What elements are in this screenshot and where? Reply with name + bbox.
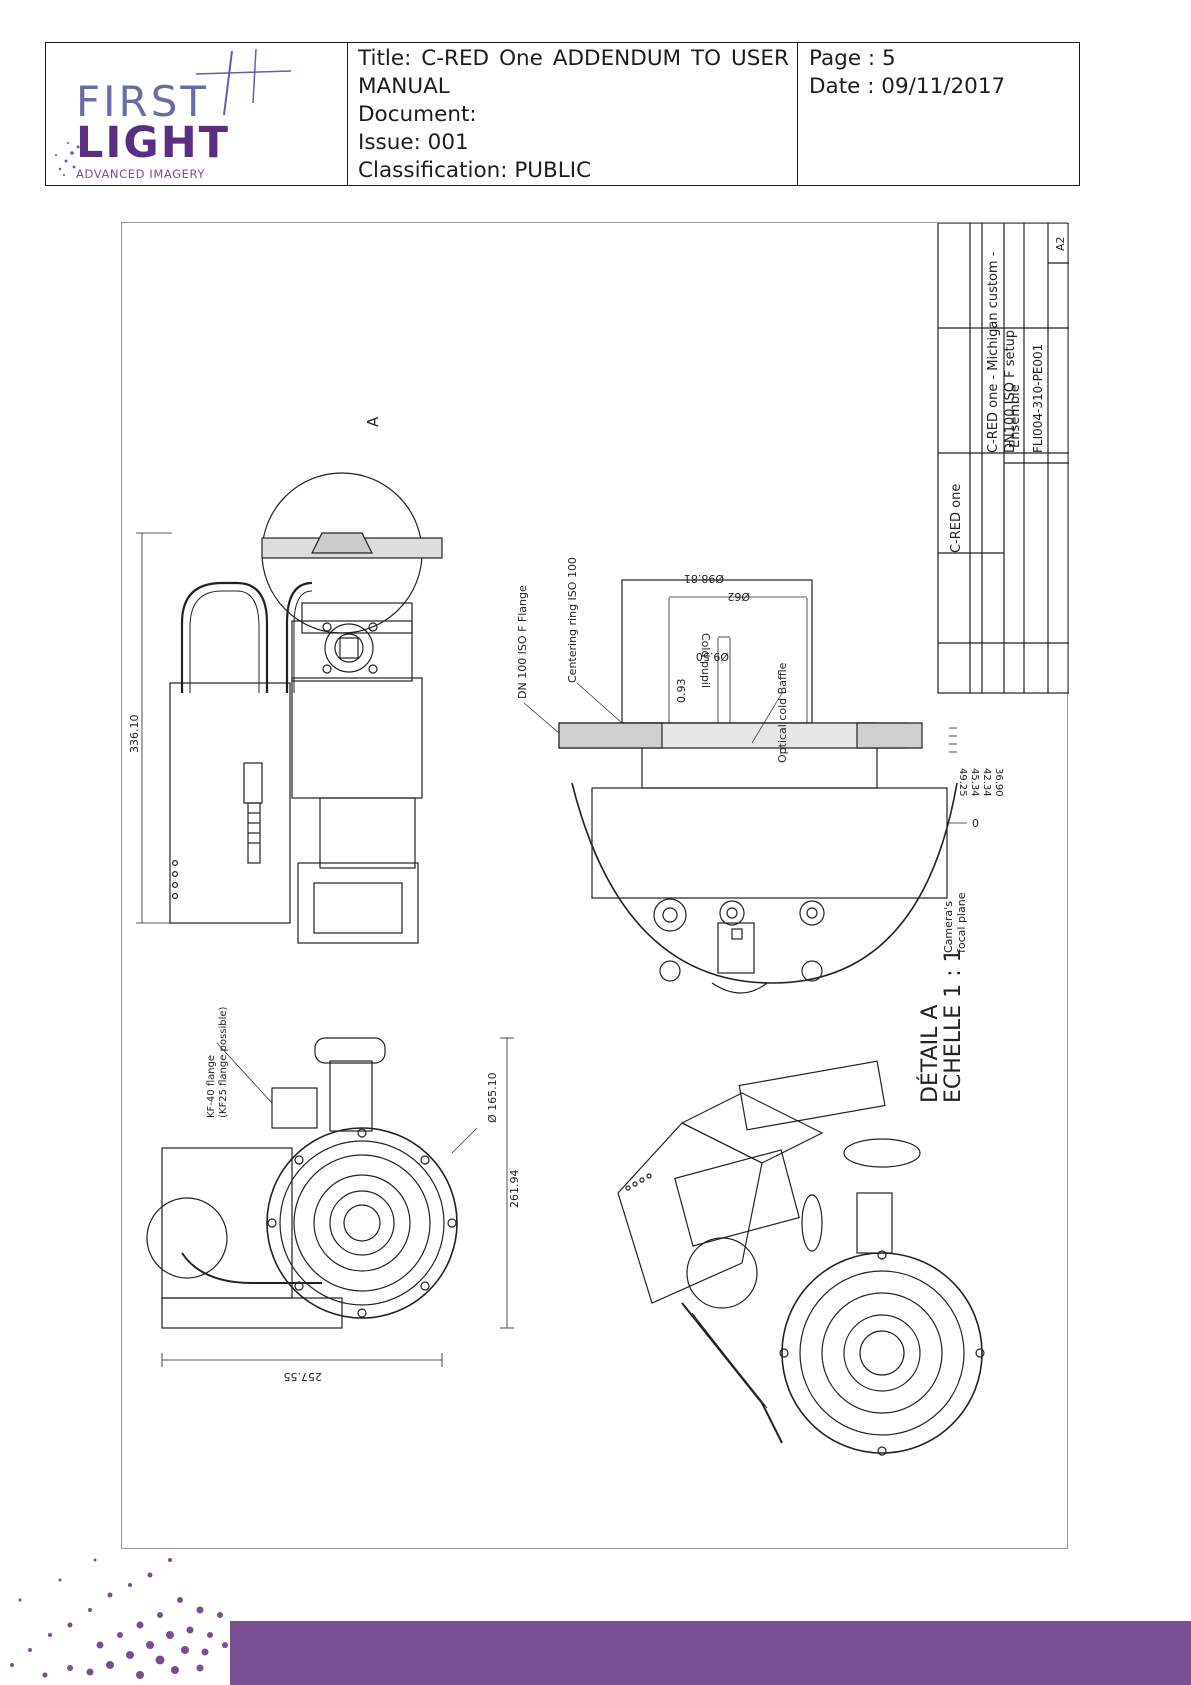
dim-h26194: 261.94 [508, 1170, 521, 1209]
document-date: Date : 09/11/2017 [809, 74, 1006, 99]
dim-height: 336.10 [128, 715, 141, 754]
detail-title: DÉTAIL A [917, 1005, 943, 1103]
front-view [146, 1037, 514, 1367]
title-word: C-RED [421, 46, 490, 71]
tb-group: Ensemble [1008, 384, 1023, 448]
title-block-text: C-RED one C-RED one - Michigan custom - … [949, 236, 1067, 553]
tb-drawing-no: FLI004-310-PE001 [1031, 344, 1045, 453]
side-view [136, 472, 443, 944]
title-word: TO [691, 46, 722, 71]
logo-star-icon [55, 48, 292, 176]
document-field: Document: [358, 102, 477, 127]
title-word: USER [731, 46, 789, 71]
detail-marker: A [364, 416, 382, 427]
drawing-labels: A DÉTAIL A ECHELLE 1 : 1 DN 100 ISO F Fl… [206, 416, 968, 1118]
logo-cell: FIRST LIGHT ADVANCED IMAGERY [46, 43, 348, 185]
title-word: ADDENDUM [552, 46, 682, 71]
issue-field: Issue: 001 [358, 130, 469, 155]
technical-drawing-sheet: C-RED one C-RED one - Michigan custom - … [121, 222, 1069, 1549]
label-cold-pupil: Cold pupil [699, 633, 712, 688]
label-focal-plane-2: focal plane [955, 892, 968, 953]
title-block [937, 223, 1069, 694]
document-header: FIRST LIGHT ADVANCED IMAGERY Title: C-RE… [45, 42, 1080, 186]
page-number: Page : 5 [809, 46, 896, 71]
title-line-2: MANUAL [358, 74, 450, 99]
dim-z0: 0 [972, 817, 979, 830]
logo-tagline: ADVANCED IMAGERY [76, 167, 205, 181]
label-kf-flange-1: KF-40 flange [206, 1055, 217, 1118]
label-flange: DN 100 ISO F Flange [516, 585, 529, 699]
dim-z4925: 49.25 [957, 768, 968, 797]
page-cell: Page : 5 Date : 09/11/2017 [798, 43, 1079, 185]
dim-z3690: 36.90 [993, 768, 1004, 797]
label-kf-flange-2: (KF25 flange possible) [218, 1007, 229, 1119]
dim-z4234: 42.34 [981, 768, 992, 797]
drawing-dimensions: 336.10 Ø98.81 Ø62 Ø9.50 0.93 49.25 45.34… [128, 572, 1004, 1383]
tb-title-1: C-RED one - Michigan custom - [986, 251, 1001, 453]
dim-d98: Ø98.81 [684, 572, 724, 585]
isometric-view [617, 1060, 985, 1456]
tb-title-2: DN100 ISO F setup [1003, 330, 1018, 453]
dim-d62: Ø62 [727, 590, 750, 603]
dim-d950: Ø9.50 [696, 650, 729, 663]
label-centering-ring: Centering ring ISO 100 [566, 557, 579, 683]
label-baffle: Optical cold Baffle [776, 662, 789, 763]
label-focal-plane-1: Camera's [942, 901, 955, 953]
title-cell: Title: C-RED One ADDENDUM TO USER MANUAL… [348, 43, 798, 185]
detail-scale: ECHELLE 1 : 1 [941, 948, 966, 1103]
dim-d16510: Ø 165.10 [486, 1072, 499, 1123]
dim-z4534: 45.34 [969, 768, 980, 797]
dim-w25755: 257.55 [284, 1370, 323, 1383]
classification-field: Classification: PUBLIC [358, 158, 592, 183]
tb-format: A2 [1054, 236, 1067, 251]
dim-d093: 0.93 [675, 679, 688, 704]
title-line: Title: C-RED One ADDENDUM TO USER [358, 45, 789, 73]
technical-drawing: C-RED one C-RED one - Michigan custom - … [128, 223, 1069, 1456]
logo-first-text: FIRST [76, 77, 210, 126]
tb-project: C-RED one [949, 484, 964, 553]
footer-bar [230, 1621, 1191, 1685]
logo-light-text: LIGHT [76, 118, 231, 168]
title-label: Title: [358, 46, 412, 71]
detail-a-view [523, 579, 967, 994]
title-word: One [499, 46, 543, 71]
